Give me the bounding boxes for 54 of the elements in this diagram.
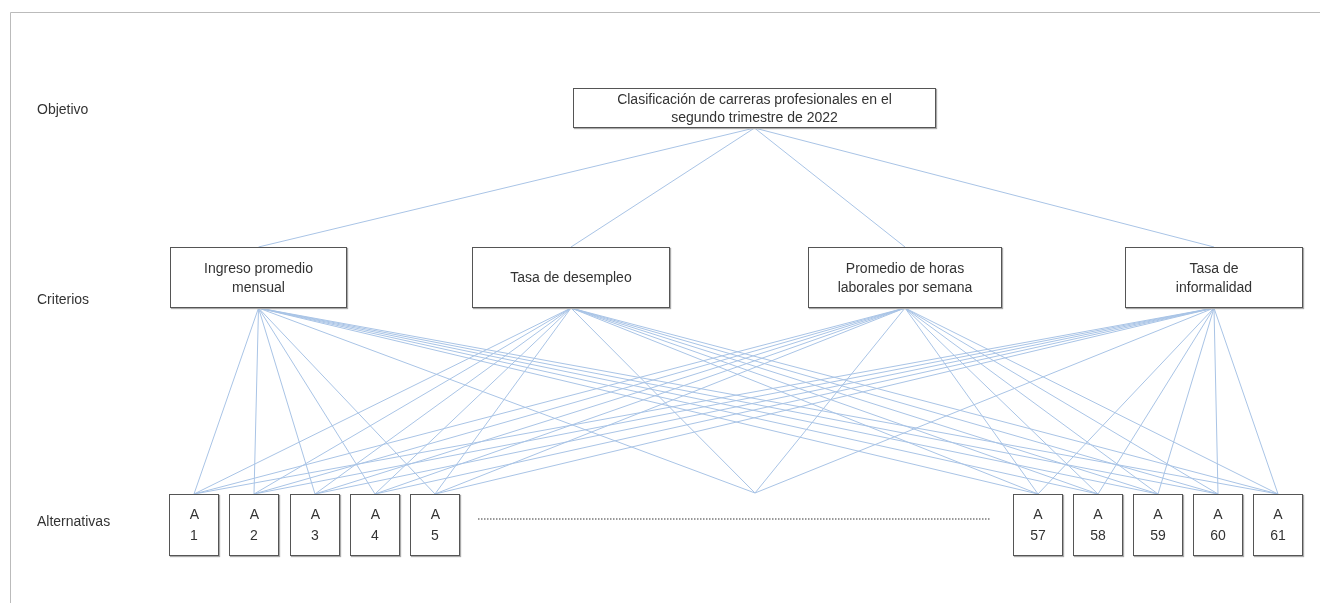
box-text: A 4 (370, 505, 380, 545)
connector-line (570, 127, 755, 248)
criterion-box (808, 247, 1002, 308)
connector-line (258, 307, 756, 494)
alternative-box (290, 494, 340, 556)
connector-line (374, 307, 572, 495)
box-text: A 57 (1030, 505, 1046, 545)
box-text: Clasificación de carreras profesionales en el segundo trimestre de 2022 (616, 89, 893, 127)
alternative-box (229, 494, 279, 556)
connector-line (904, 307, 1219, 495)
alternative-box (1133, 494, 1183, 556)
connector-line (258, 127, 755, 248)
alternative-box (1193, 494, 1243, 556)
box-text: A 61 (1270, 505, 1286, 545)
connector-line (258, 307, 376, 495)
alternative-box (1013, 494, 1063, 556)
connector-line (754, 127, 1215, 248)
box-text: Promedio de horas laborales por semana (836, 259, 974, 296)
criterion-box (1125, 247, 1303, 308)
connector-line (1213, 307, 1279, 495)
box-text: A 2 (249, 505, 259, 545)
connector-line (253, 307, 259, 495)
box-text: Ingreso promedio mensual (203, 259, 314, 296)
connector-line (754, 127, 906, 248)
connector-line (434, 307, 572, 495)
level-label: Objetivo (37, 101, 89, 117)
box-text: A 1 (189, 505, 199, 545)
connector-line (1213, 307, 1219, 495)
box-text: A 3 (310, 505, 320, 545)
connector-line (193, 307, 259, 495)
box-text: A 58 (1090, 505, 1106, 545)
level-label: Alternativas (37, 513, 111, 529)
box-text: Tasa de desempleo (510, 268, 632, 287)
connector-line (904, 307, 1039, 495)
connector-line (570, 307, 756, 494)
box-text: A 60 (1210, 505, 1226, 545)
alternative-box (1253, 494, 1303, 556)
box-text: A 5 (430, 505, 440, 545)
criterion-box (472, 247, 670, 308)
goal-box (573, 88, 936, 128)
box-text: Tasa de informalidad (1174, 259, 1254, 296)
alternative-box (1073, 494, 1123, 556)
level-label: Criterios (37, 291, 90, 307)
connector-line (754, 307, 1215, 494)
connector-line (1097, 307, 1215, 495)
connector-line (258, 307, 316, 495)
alternative-box (169, 494, 219, 556)
connector-line (754, 307, 906, 494)
alternative-box (350, 494, 400, 556)
box-text: A 59 (1150, 505, 1166, 545)
connector-line (258, 307, 436, 495)
alternative-box (410, 494, 460, 556)
criterion-box (170, 247, 347, 308)
connector-line (1037, 307, 1215, 495)
